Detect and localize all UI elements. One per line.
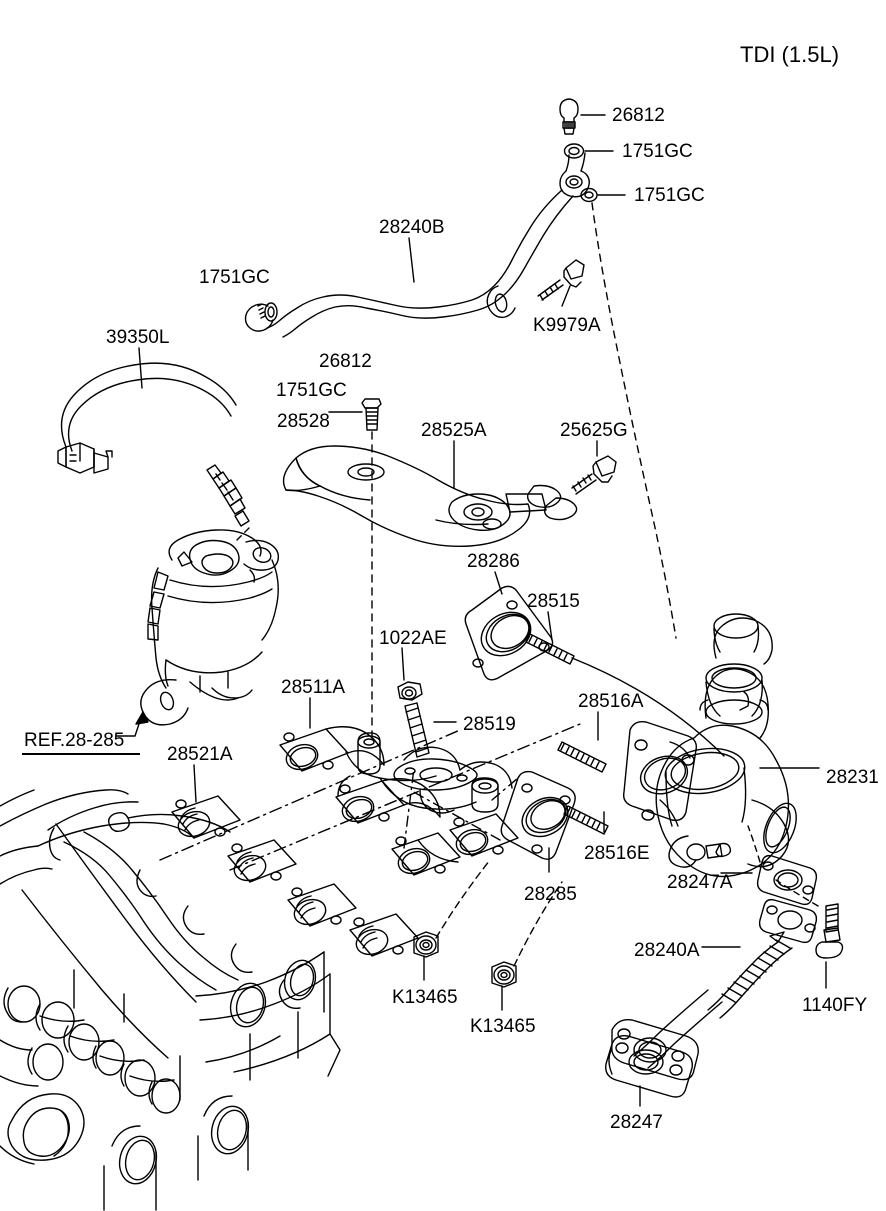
turbocharger-28231-art [622,613,797,878]
bolt-28528-art [361,398,382,431]
part-label-1751gc-a: 1751GC [622,141,693,162]
stud-28516a-art [557,741,607,773]
bolt-1140fy-art [815,903,844,959]
part-label-1022ae: 1022AE [379,628,447,649]
part-label-k13465-b: K13465 [470,1016,536,1037]
stud-28519-art [404,702,430,758]
gasket-28521a-art [171,795,419,957]
gasket-washer-1751gc-b-art [580,187,598,203]
part-label-28525a: 28525A [421,420,487,441]
part-label-28285: 28285 [524,884,577,905]
cylinder-head-art [0,789,341,1211]
part-label-k9979a: K9979A [533,315,601,336]
gasket-28247a-art [756,854,818,906]
oxygen-sensor-39350l-art [57,362,250,527]
part-label-k13465-a: K13465 [392,987,458,1008]
reference-underline [22,753,140,755]
gasket-washer-1751gc-a-art [563,143,585,159]
part-label-25625g: 25625G [560,420,628,441]
nut-1022ae-art [397,681,423,701]
part-label-28286: 28286 [467,551,520,572]
part-label-28516a: 28516A [578,691,644,712]
part-label-28240a: 28240A [634,940,700,961]
part-label-28521a: 28521A [167,744,233,765]
part-label-1751gc-c: 1751GC [199,267,270,288]
gasket-28247-art [605,1034,693,1098]
heat-protector-28525a-art [282,445,578,548]
part-label-28528: 28528 [277,411,330,432]
part-label-28247: 28247 [610,1112,663,1133]
part-label-28519: 28519 [463,714,516,735]
banjo-bolt-26812-upper-art [559,98,579,135]
stud-28515-art [525,633,575,665]
part-label-26812-lower: 26812 [319,351,372,372]
part-label-28231: 28231 [826,767,879,788]
part-label-28515: 28515 [527,591,580,612]
oil-return-pipe-28240a-art [611,898,818,1081]
stud-28516e-art [563,805,609,835]
part-label-28247a: 28247A [667,872,733,893]
part-label-26812-upper: 26812 [612,105,665,126]
nut-k13465-b-art [491,961,517,988]
part-label-28240b: 28240B [379,217,445,238]
gasket-28285-art [500,770,576,860]
part-label-1140fy: 1140FY [802,995,868,1016]
part-label-1751gc-b: 1751GC [634,185,705,206]
nut-k13465-a-art [413,931,439,958]
ref-arrow [116,711,149,737]
bolt-k9979a-art [537,259,585,301]
part-label-39350l: 39350L [106,327,170,348]
oil-feed-pipe-28240b-art [244,152,590,338]
part-label-28516e: 28516E [584,843,650,864]
catalytic-converter-art [140,529,280,726]
part-label-28511a: 28511A [281,677,346,698]
diagram-title: TDI (1.5L) [740,42,840,67]
exhaust-manifold-28511a-art [279,726,519,876]
reference-label[interactable]: REF.28-285 [24,730,125,751]
part-label-1751gc-d: 1751GC [276,380,347,401]
bolt-25625g-art [571,455,617,495]
